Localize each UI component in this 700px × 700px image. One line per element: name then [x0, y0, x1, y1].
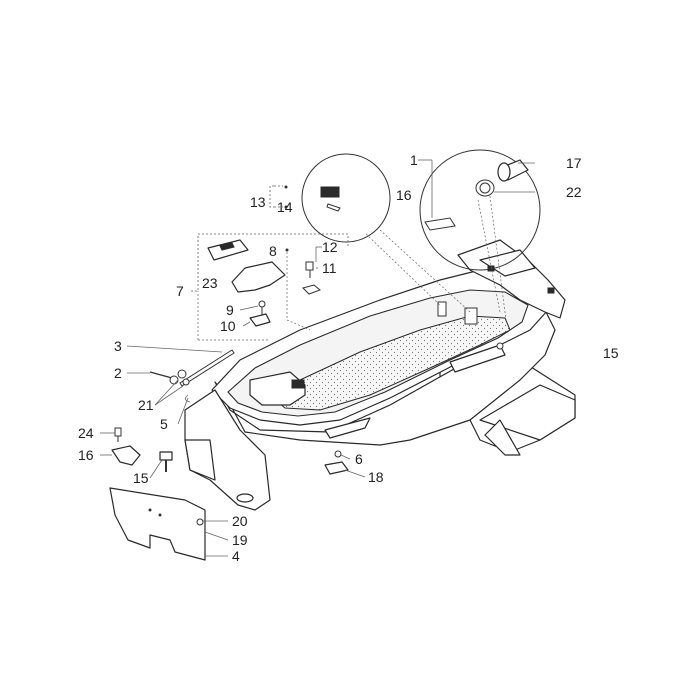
clip-part-13 — [320, 186, 340, 198]
callout-9: 9 — [226, 302, 234, 318]
callout-15-upper: 15 — [603, 345, 619, 361]
helmet-compartment-body — [184, 239, 576, 511]
callout-16-upper: 16 — [396, 187, 412, 203]
pin-part-14 — [326, 203, 341, 212]
callout-5: 5 — [160, 416, 168, 432]
callout-3: 3 — [114, 338, 122, 354]
callout-24: 24 — [78, 425, 94, 441]
callout-10: 10 — [220, 318, 236, 334]
callout-16-lower: 16 — [78, 447, 94, 463]
screw-part-12 — [305, 261, 314, 278]
washer-part-21 — [177, 369, 187, 379]
callout-19: 19 — [232, 532, 248, 548]
callout-11: 11 — [322, 260, 337, 276]
foam-part-23 — [207, 239, 249, 261]
callout-6: 6 — [355, 451, 363, 467]
leader-lines — [100, 159, 535, 557]
clip-part-5 — [185, 394, 191, 403]
callout-15-lower: 15 — [133, 470, 149, 486]
callout-20: 20 — [232, 513, 248, 529]
callout-8: 8 — [269, 243, 277, 259]
socket-parts-17-22 — [419, 149, 541, 271]
detail-circle-13-14 — [301, 153, 391, 243]
washer-part-11 — [302, 284, 321, 295]
knob-part-16 — [111, 445, 141, 466]
callout-12: 12 — [322, 239, 338, 255]
cover-panel-4 — [109, 487, 206, 561]
callout-21: 21 — [138, 397, 154, 413]
callout-17: 17 — [566, 155, 582, 171]
callout-18: 18 — [368, 469, 384, 485]
callout-13: 13 — [250, 194, 266, 210]
bracket-part-10 — [249, 313, 271, 327]
callout-4: 4 — [232, 548, 240, 564]
bolt-part-9 — [258, 300, 266, 318]
screw-part-20 — [196, 518, 204, 526]
bolt-part-15 — [159, 451, 173, 472]
callout-7: 7 — [176, 283, 184, 299]
hinge-plate-8 — [231, 261, 286, 293]
strut-rod-3 — [179, 349, 235, 387]
screw-part-6 — [334, 450, 342, 458]
screw-part-24 — [114, 427, 122, 442]
callout-2: 2 — [114, 365, 122, 381]
callout-14: 14 — [277, 199, 293, 215]
callout-23: 23 — [202, 275, 218, 291]
callout-22: 22 — [566, 184, 582, 200]
nut-part-18 — [324, 461, 349, 475]
callout-1: 1 — [410, 152, 418, 168]
pad-part-1 — [424, 217, 456, 231]
pin-part-2 — [149, 371, 173, 379]
